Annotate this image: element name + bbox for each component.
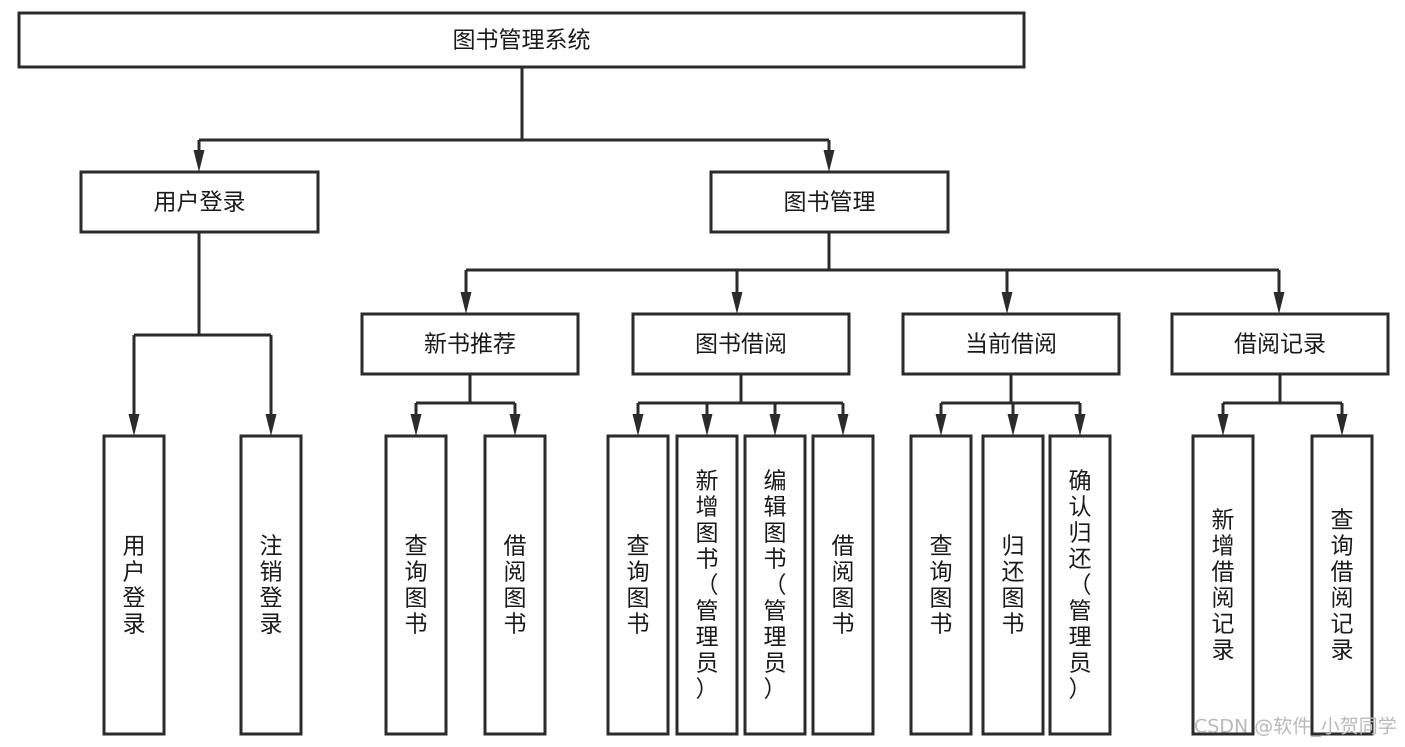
node-root[interactable]: 图书管理系统 xyxy=(17,11,1026,69)
csdn-watermark: CSDN @软件_小贺同学 xyxy=(1194,716,1397,738)
node-label: 新书推荐 xyxy=(424,332,516,358)
node-user-login[interactable]: 用户登录 xyxy=(79,170,320,234)
arrow-head-icon xyxy=(823,150,835,172)
node-current-borrow[interactable]: 当前借阅 xyxy=(901,312,1121,376)
connector-conn-root-to-l2 xyxy=(193,67,835,172)
node-leaf-add-book-admin[interactable]: 新增图书（管理员） xyxy=(675,434,739,736)
node-box[interactable] xyxy=(981,434,1045,736)
node-label: 查询借阅记录 xyxy=(1331,507,1354,663)
arrow-head-icon xyxy=(1273,292,1285,314)
node-box[interactable] xyxy=(811,434,875,736)
node-box[interactable] xyxy=(1310,434,1374,736)
node-leaf-query-borrow-record[interactable]: 查询借阅记录 xyxy=(1310,434,1374,736)
arrow-head-icon xyxy=(509,414,521,436)
connector-conn-newbookrec-to-leaves xyxy=(410,374,521,436)
node-label: 用户登录 xyxy=(123,533,146,637)
arrow-head-icon xyxy=(193,150,205,172)
watermark-layer: CSDN @软件_小贺同学 xyxy=(1194,716,1397,738)
node-label: 归还图书 xyxy=(1002,533,1025,637)
node-label: 图书管理系统 xyxy=(453,28,591,54)
node-label: 用户登录 xyxy=(154,190,246,216)
node-book-borrow[interactable]: 图书借阅 xyxy=(631,312,851,376)
node-new-book-rec[interactable]: 新书推荐 xyxy=(360,312,580,376)
arrow-head-icon xyxy=(1336,414,1348,436)
node-label: 借阅图书 xyxy=(504,533,527,637)
node-box[interactable] xyxy=(1170,312,1390,376)
arrow-head-icon xyxy=(731,292,743,314)
node-book-manage[interactable]: 图书管理 xyxy=(709,170,950,234)
arrow-head-icon xyxy=(837,414,849,436)
arrow-head-icon xyxy=(701,414,713,436)
node-label: 借阅图书 xyxy=(832,533,855,637)
node-label: 查询图书 xyxy=(405,533,428,637)
node-box[interactable] xyxy=(743,434,807,736)
node-leaf-add-borrow-record[interactable]: 新增借阅记录 xyxy=(1191,434,1255,736)
node-leaf-rec-borrow-book[interactable]: 借阅图书 xyxy=(483,434,547,736)
connector-conn-borrowrecord-to-leaves xyxy=(1217,374,1348,436)
node-box[interactable] xyxy=(909,434,973,736)
node-label: 注销登录 xyxy=(260,533,283,637)
node-box[interactable] xyxy=(17,11,1026,69)
node-box[interactable] xyxy=(606,434,670,736)
arrow-head-icon xyxy=(935,414,947,436)
node-box[interactable] xyxy=(901,312,1121,376)
node-label: 查询图书 xyxy=(930,533,953,637)
node-box[interactable] xyxy=(483,434,547,736)
node-leaf-return-book[interactable]: 归还图书 xyxy=(981,434,1045,736)
node-leaf-rec-query-book[interactable]: 查询图书 xyxy=(384,434,448,736)
node-box[interactable] xyxy=(102,434,166,736)
node-label: 新增借阅记录 xyxy=(1212,507,1235,663)
node-borrow-record[interactable]: 借阅记录 xyxy=(1170,312,1390,376)
node-box[interactable] xyxy=(675,434,739,736)
node-box[interactable] xyxy=(631,312,851,376)
node-label: 新增图书（管理员） xyxy=(696,468,719,702)
node-label: 查询图书 xyxy=(627,533,650,637)
connector-conn-bookborrow-to-leaves xyxy=(632,374,849,436)
node-label: 图书借阅 xyxy=(695,332,787,358)
node-leaf-confirm-return-admin[interactable]: 确认归还（管理员） xyxy=(1048,434,1112,736)
node-box[interactable] xyxy=(239,434,303,736)
node-label: 确认归还（管理员） xyxy=(1069,468,1092,702)
arrow-head-icon xyxy=(769,414,781,436)
node-leaf-borrow-book[interactable]: 借阅图书 xyxy=(811,434,875,736)
node-box[interactable] xyxy=(1048,434,1112,736)
node-leaf-logout[interactable]: 注销登录 xyxy=(239,434,303,736)
arrow-head-icon xyxy=(1074,414,1086,436)
edge-layer xyxy=(128,67,1348,436)
node-box[interactable] xyxy=(384,434,448,736)
arrow-head-icon xyxy=(632,414,644,436)
connector-conn-bookmanage-to-l3 xyxy=(460,232,1285,314)
node-layer: 图书管理系统用户登录图书管理新书推荐图书借阅当前借阅借阅记录用户登录注销登录查询… xyxy=(17,11,1390,736)
node-label: 当前借阅 xyxy=(965,332,1057,358)
arrow-head-icon xyxy=(265,414,277,436)
node-leaf-cur-query-book[interactable]: 查询图书 xyxy=(909,434,973,736)
node-box[interactable] xyxy=(360,312,580,376)
arrow-head-icon xyxy=(128,414,140,436)
node-leaf-borrow-query-book[interactable]: 查询图书 xyxy=(606,434,670,736)
node-box[interactable] xyxy=(1191,434,1255,736)
arrow-head-icon xyxy=(1001,292,1013,314)
arrow-head-icon xyxy=(1217,414,1229,436)
arrow-head-icon xyxy=(1007,414,1019,436)
node-label: 编辑图书（管理员） xyxy=(764,468,787,702)
connector-conn-currentborrow-to-leaves xyxy=(935,374,1086,436)
node-box[interactable] xyxy=(709,170,950,234)
arrow-head-icon xyxy=(460,292,472,314)
node-label: 图书管理 xyxy=(784,190,876,216)
node-leaf-edit-book-admin[interactable]: 编辑图书（管理员） xyxy=(743,434,807,736)
arrow-head-icon xyxy=(410,414,422,436)
node-label: 借阅记录 xyxy=(1234,332,1326,358)
connector-conn-userlogin-to-leaves xyxy=(128,232,277,436)
node-leaf-user-login[interactable]: 用户登录 xyxy=(102,434,166,736)
node-box[interactable] xyxy=(79,170,320,234)
